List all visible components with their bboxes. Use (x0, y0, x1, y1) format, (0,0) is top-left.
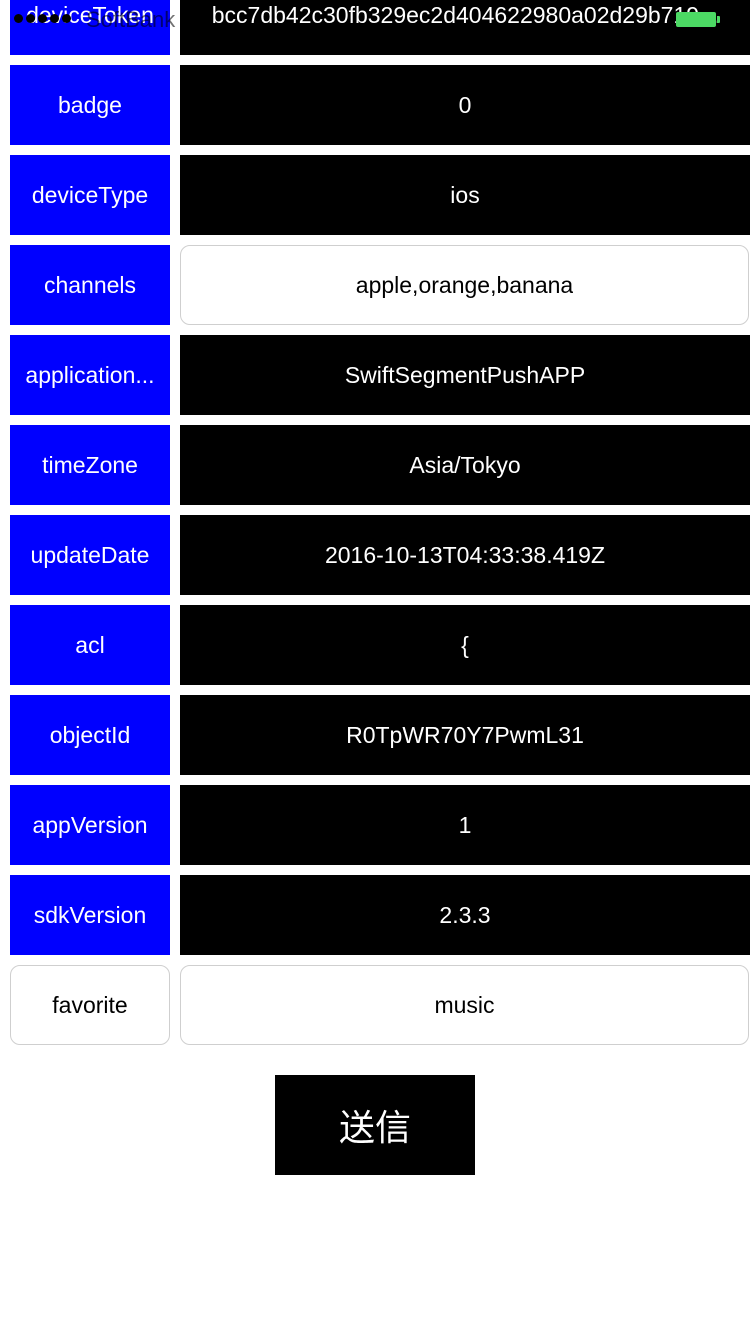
row-favorite: favorite music (0, 965, 750, 1045)
key-label-device-token: deviceToken (10, 0, 170, 55)
row-update-date: updateDate 2016-10-13T04:33:38.419Z (0, 515, 750, 595)
value-label-device-token: bcc7db42c30fb329ec2d404622980a02d29b719.… (180, 0, 750, 55)
row-application-name: application... SwiftSegmentPushAPP (0, 335, 750, 415)
custom-value-input[interactable]: music (180, 965, 749, 1045)
row-device-token: deviceToken bcc7db42c30fb329ec2d40462298… (0, 0, 750, 55)
key-label-object-id: objectId (10, 695, 170, 775)
row-acl: acl { (0, 605, 750, 685)
key-label-acl: acl (10, 605, 170, 685)
custom-key-input[interactable]: favorite (10, 965, 170, 1045)
value-label-badge: 0 (180, 65, 750, 145)
value-label-device-type: ios (180, 155, 750, 235)
row-time-zone: timeZone Asia/Tokyo (0, 425, 750, 505)
value-label-application-name: SwiftSegmentPushAPP (180, 335, 750, 415)
key-label-app-version: appVersion (10, 785, 170, 865)
value-label-acl: { (180, 605, 750, 685)
row-device-type: deviceType ios (0, 155, 750, 235)
key-label-update-date: updateDate (10, 515, 170, 595)
channels-input[interactable]: apple,orange,banana (180, 245, 749, 325)
row-app-version: appVersion 1 (0, 785, 750, 865)
key-label-device-type: deviceType (10, 155, 170, 235)
key-label-application-name: application... (10, 335, 170, 415)
key-label-sdk-version: sdkVersion (10, 875, 170, 955)
value-label-object-id: R0TpWR70Y7PwmL31 (180, 695, 750, 775)
value-label-update-date: 2016-10-13T04:33:38.419Z (180, 515, 750, 595)
row-channels: channels apple,orange,banana (0, 245, 750, 325)
key-label-time-zone: timeZone (10, 425, 170, 505)
installation-field-list: deviceToken bcc7db42c30fb329ec2d40462298… (0, 0, 750, 1045)
value-label-sdk-version: 2.3.3 (180, 875, 750, 955)
send-button[interactable]: 送信 (275, 1075, 475, 1175)
row-object-id: objectId R0TpWR70Y7PwmL31 (0, 695, 750, 775)
row-badge: badge 0 (0, 65, 750, 145)
row-sdk-version: sdkVersion 2.3.3 (0, 875, 750, 955)
value-label-time-zone: Asia/Tokyo (180, 425, 750, 505)
key-label-badge: badge (10, 65, 170, 145)
value-label-app-version: 1 (180, 785, 750, 865)
key-label-channels: channels (10, 245, 170, 325)
